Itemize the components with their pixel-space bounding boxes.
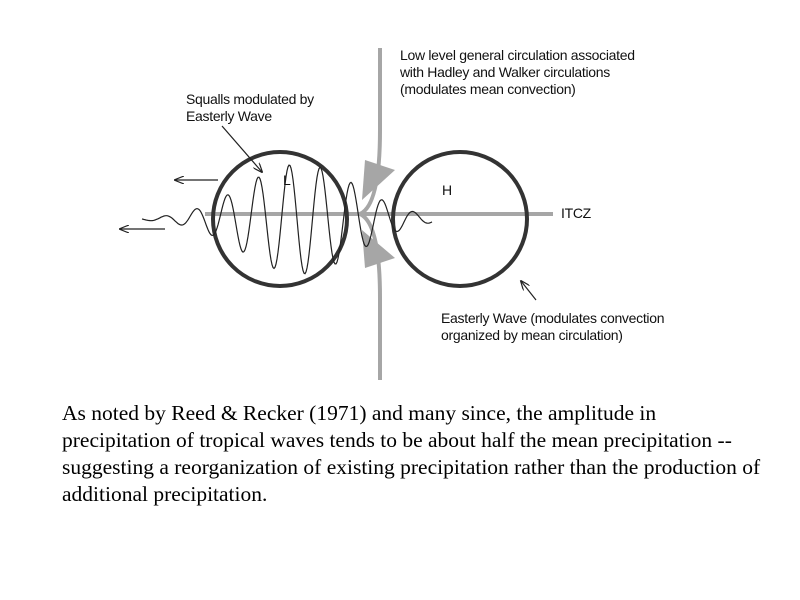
squalls-pointer-arrow bbox=[221, 125, 262, 172]
high-pressure-letter: H bbox=[442, 182, 452, 198]
mean-circulation-path bbox=[355, 48, 382, 380]
low-level-circulation-label: Low level general circulation associated… bbox=[400, 47, 635, 97]
itcz-label: ITCZ bbox=[561, 205, 591, 221]
squalls-label: Squalls modulated by Easterly Wave bbox=[186, 91, 314, 124]
easterly-wave-pointer-arrow bbox=[521, 281, 537, 301]
easterly-wave-label: Easterly Wave (modulates convection orga… bbox=[441, 310, 665, 343]
downward-circulation-arrowhead bbox=[362, 160, 395, 200]
high-pressure-circle bbox=[391, 150, 529, 288]
low-pressure-circle bbox=[211, 150, 349, 288]
squall-wave-line bbox=[141, 164, 433, 275]
upward-circulation-arrowhead bbox=[362, 230, 395, 268]
caption-text: As noted by Reed & Recker (1971) and man… bbox=[62, 401, 761, 506]
low-pressure-letter: L bbox=[283, 172, 291, 188]
